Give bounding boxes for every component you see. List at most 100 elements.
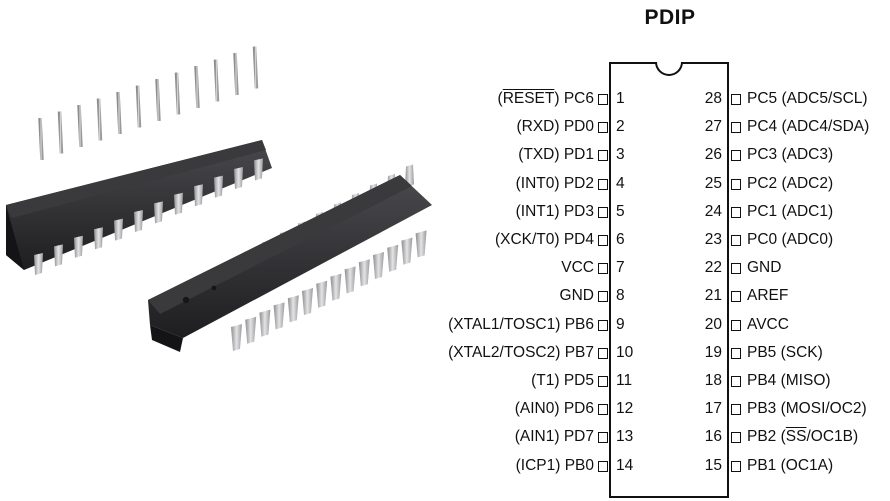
pin-marker — [731, 122, 741, 134]
pin-number: 16 — [704, 428, 722, 446]
pin-label: PB1 (OC1A) — [747, 457, 833, 475]
pin-marker — [731, 404, 741, 416]
front-chip-pin-shoulder — [231, 324, 242, 351]
pin-number: 25 — [704, 174, 722, 192]
pin-name: (ICP1) PB0 — [515, 456, 594, 474]
front-chip-pin-shoulder — [302, 288, 313, 315]
pin-label: (RESET) PC6 — [498, 90, 594, 108]
pin-marker — [598, 178, 608, 190]
pin-name: PC5 (ADC5/SCL) — [747, 90, 868, 107]
pin-number: 26 — [704, 146, 722, 164]
pin-marker — [598, 460, 608, 472]
pin-name: GND — [747, 259, 782, 277]
pin-number: 22 — [704, 259, 722, 277]
front-chip-pin-shoulder — [344, 266, 356, 294]
pin-number: 5 — [616, 202, 625, 220]
front-chip-pin-shoulder — [259, 309, 271, 337]
pin-number: 28 — [704, 90, 722, 107]
front-chip-pin-shoulder — [316, 280, 328, 308]
pin-marker — [731, 319, 741, 331]
pin-marker — [731, 235, 741, 246]
pin-name: (XTAL2/TOSC2) PB7 — [448, 343, 594, 361]
pin-number: 2 — [616, 118, 625, 136]
pin-marker — [598, 347, 608, 359]
pin-number: 13 — [616, 428, 634, 446]
pin-name: (XCK/T0) PD4 — [494, 231, 594, 248]
pin-name: PB3 (MOSI/OC2) — [747, 400, 867, 418]
back-chip-top-pin — [57, 111, 64, 154]
pin-number: 11 — [616, 372, 633, 389]
back-chip-top-face — [6, 140, 266, 218]
dip-chip-photo — [6, 46, 432, 417]
pin-marker — [598, 263, 608, 275]
pin-label: AREF — [747, 287, 788, 305]
front-chip-pin-shoulder — [387, 244, 399, 272]
pin-label: (T1) PD5 — [531, 372, 594, 390]
front-chip-pin-shoulder — [245, 316, 257, 344]
pin-marker — [731, 460, 741, 472]
pin-label: PB2 (SS/OC1B) — [747, 428, 858, 446]
pin-label: (ICP1) PB0 — [516, 457, 594, 475]
pin-marker — [598, 376, 608, 387]
pin-label: (XCK/T0) PD4 — [495, 231, 594, 249]
pin-label: (INT1) PD3 — [516, 203, 594, 221]
pin-marker — [731, 432, 741, 444]
pin-label: (RXD) PD0 — [516, 118, 594, 136]
pin-number: 23 — [704, 231, 722, 248]
pin-name: (XTAL1/TOSC1) PB6 — [448, 315, 594, 333]
pin-number: 17 — [704, 400, 722, 418]
back-chip-top-pin — [38, 117, 44, 161]
pin-marker — [598, 206, 608, 218]
pin-marker — [731, 150, 741, 162]
pinout-chip-body — [609, 62, 729, 498]
back-chip-pin-shoulder — [254, 158, 263, 181]
back-chip-pin-shoulder — [54, 244, 63, 267]
pin-name: VCC — [561, 259, 594, 277]
pin-marker — [731, 263, 741, 275]
front-chip-dot — [211, 285, 217, 291]
back-chip-top-pin — [213, 59, 220, 102]
front-chip-pin-shoulder — [273, 302, 285, 330]
back-chip-pin-shoulder — [74, 235, 83, 258]
package-title: PDIP — [644, 6, 696, 29]
pin-marker — [598, 404, 608, 416]
pin-name: (RXD) PD0 — [516, 118, 594, 136]
back-chip-top-pin — [77, 104, 83, 148]
front-chip-pin-shoulder — [287, 295, 299, 323]
front-chip-pin-shoulder — [401, 237, 413, 265]
pin-label: GND — [560, 287, 594, 305]
back-chip-top-pin — [252, 46, 259, 89]
pin-number: 4 — [616, 174, 625, 192]
back-chip-top-pin — [233, 52, 239, 96]
pin-name: AVCC — [747, 315, 789, 333]
pin-name-overline: SS — [785, 428, 807, 446]
pin-label: (AIN0) PD6 — [515, 400, 594, 418]
front-chip-pin-shoulder — [330, 273, 342, 301]
back-chip-top-pin — [135, 85, 142, 128]
back-chip-pin-shoulder — [194, 184, 203, 207]
back-chip-top-pin — [194, 65, 200, 109]
pin-number: 24 — [704, 202, 722, 220]
pin-label: PC2 (ADC2) — [747, 175, 833, 193]
back-chip-pin-shoulder — [34, 253, 43, 275]
pin-marker — [731, 376, 741, 387]
pin-number: 21 — [704, 287, 722, 305]
front-chip-pin-shoulder — [358, 259, 370, 287]
pin-label: PC4 (ADC4/SDA) — [747, 118, 869, 136]
front-chip-pin-shoulder — [373, 252, 384, 279]
pin-number: 8 — [616, 287, 625, 305]
back-chip-pin-shoulder — [174, 192, 183, 215]
front-chip-body — [148, 175, 432, 338]
pin-label: (XTAL1/TOSC1) PB6 — [448, 316, 594, 334]
back-chip-pin-shoulder — [234, 167, 243, 189]
pin-name: PB5 (SCK) — [747, 343, 823, 361]
pin-name-suffix: /OC1B) — [806, 428, 859, 446]
pin-name: (AIN1) PD7 — [514, 428, 594, 446]
pin-label: PB5 (SCK) — [747, 344, 823, 362]
pin-label: VCC — [561, 259, 594, 277]
back-chip-top-pin — [96, 98, 103, 141]
pin-number: 1 — [616, 90, 625, 107]
pin-label: (AIN1) PD7 — [515, 428, 594, 446]
pin-marker — [598, 235, 608, 246]
pin-name: GND — [559, 287, 594, 305]
